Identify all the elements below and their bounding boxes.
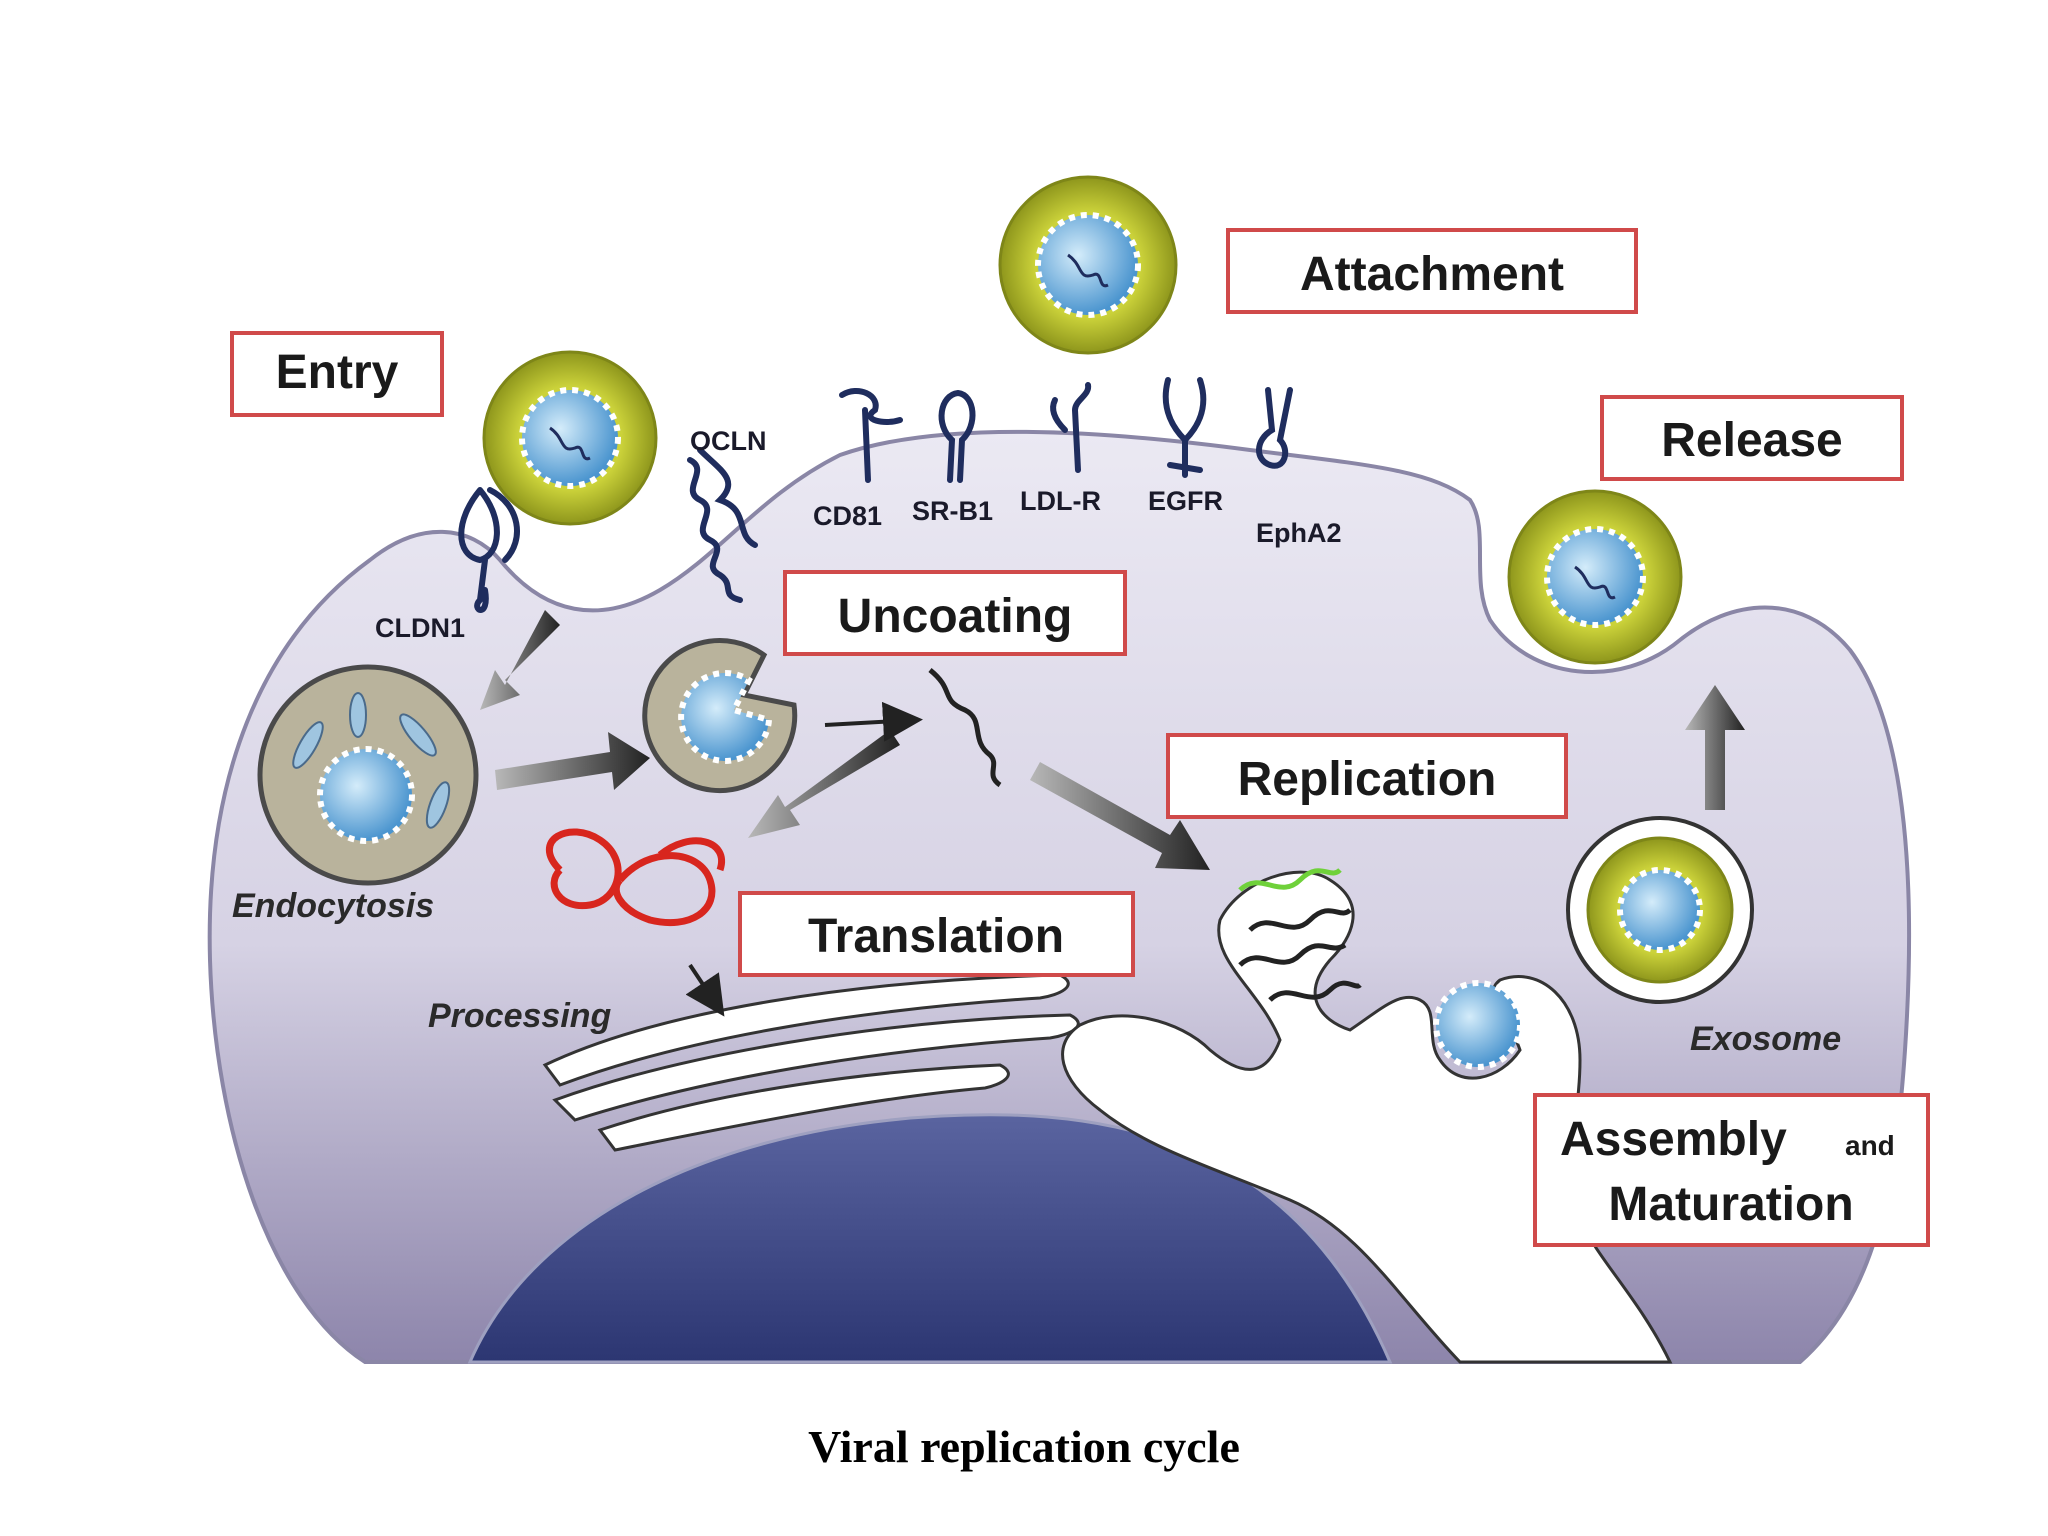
virion-assembly [1433, 980, 1523, 1070]
viral-rna-released [928, 668, 1002, 788]
stage-entry: Entry [230, 331, 444, 417]
polyprotein [545, 828, 726, 927]
arrow-uncoating-to-rna [824, 701, 923, 742]
stage-maturation-label: Maturation [1608, 1178, 1853, 1231]
epha2-receptor [1256, 387, 1293, 469]
stage-entry-label: Entry [276, 346, 399, 399]
stage-release-label: Release [1661, 414, 1842, 467]
virion-attachment [998, 175, 1178, 355]
srb1-receptor [938, 389, 976, 483]
cd81-receptor [839, 388, 903, 483]
uncoating-vesicle [642, 638, 798, 794]
replication-rna [1238, 867, 1362, 1002]
virion-release [1507, 489, 1683, 665]
cldn1-receptor [458, 487, 520, 613]
nucleus [467, 1113, 1393, 1364]
exosome-vesicle [1566, 816, 1754, 1004]
endosome [257, 664, 479, 886]
stage-uncoating: Uncoating [783, 570, 1127, 656]
stage-assembly-and-label: and [1845, 1130, 1895, 1161]
virion-entry [482, 350, 658, 526]
arrow-to-replication [1030, 762, 1210, 870]
process-arrows [480, 610, 1745, 870]
label-processing: Processing [428, 997, 612, 1035]
stage-uncoating-label: Uncoating [838, 590, 1073, 643]
arrow-entry-to-endocytosis [480, 610, 560, 710]
label-ocln: OCLN [690, 426, 767, 456]
stage-attachment: Attachment [1226, 228, 1638, 314]
arrow-endocytosis-to-uncoating [495, 732, 650, 790]
label-srb1: SR-B1 [912, 496, 993, 526]
arrow-to-release [1685, 685, 1745, 810]
label-ldlr: LDL-R [1020, 486, 1101, 516]
stage-translation-label: Translation [808, 910, 1064, 963]
stage-assembly-maturation: Assembly and Maturation [1533, 1093, 1930, 1247]
label-endocytosis: Endocytosis [232, 887, 434, 925]
ocln-receptor [687, 447, 758, 603]
stage-attachment-label: Attachment [1300, 248, 1564, 301]
stage-release: Release [1600, 395, 1904, 481]
stage-replication: Replication [1166, 733, 1568, 819]
label-cd81: CD81 [813, 501, 882, 531]
endoplasmic-reticulum [1061, 870, 1673, 1364]
label-exosome: Exosome [1690, 1020, 1841, 1058]
ldlr-receptor [1050, 382, 1092, 473]
stage-replication-label: Replication [1238, 753, 1497, 806]
stage-translation: Translation [738, 891, 1135, 977]
arrow-processing [685, 963, 725, 1017]
figure-caption: Viral replication cycle [808, 1421, 1240, 1472]
stage-assembly-label: Assembly [1560, 1113, 1787, 1166]
label-cldn1: CLDN1 [375, 613, 465, 643]
label-epha2: EphA2 [1256, 518, 1342, 548]
label-egfr: EGFR [1148, 486, 1223, 516]
arrow-to-translation [748, 730, 900, 838]
egfr-receptor [1162, 377, 1207, 478]
